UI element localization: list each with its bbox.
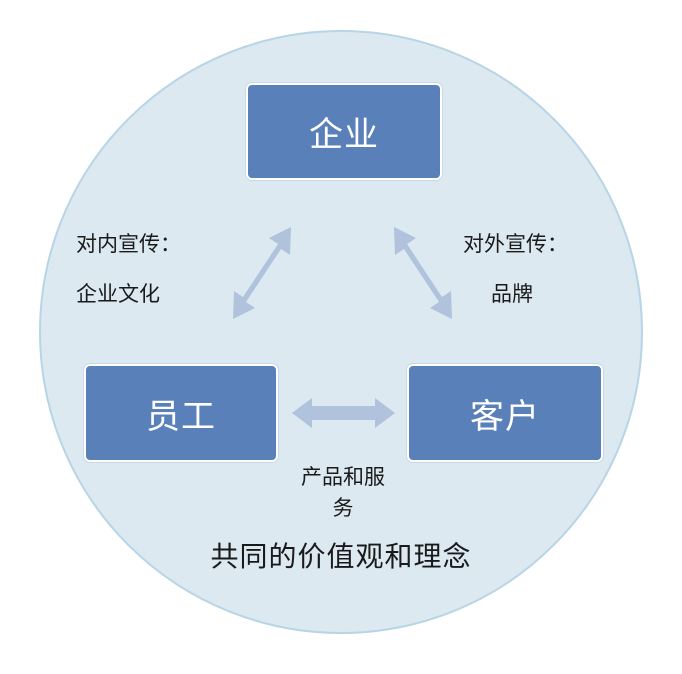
shared-values-caption: 共同的价值观和理念: [210, 540, 472, 573]
node-enterprise: 企业: [246, 83, 442, 180]
external-promotion-body: 品牌: [491, 282, 533, 306]
node-employee-label: 员工: [146, 396, 216, 437]
internal-promotion-body: 企业文化: [76, 282, 160, 306]
products-services-label: 产品和服 务: [278, 462, 408, 524]
node-customer-label: 客户: [470, 396, 540, 437]
node-enterprise-label: 企业: [309, 115, 379, 155]
products-services-line1: 产品和服: [301, 465, 385, 489]
products-services-line2: 务: [332, 496, 354, 520]
arrow-employee-enterprise: [233, 227, 291, 319]
internal-promotion-title: 对内宣传：: [76, 232, 181, 256]
arrow-enterprise-customer: [394, 227, 452, 319]
node-employee: 员工: [84, 364, 278, 462]
external-promotion-title: 对外宣传：: [463, 232, 568, 256]
arrow-employee-customer: [292, 398, 395, 428]
node-customer: 客户: [407, 364, 603, 462]
